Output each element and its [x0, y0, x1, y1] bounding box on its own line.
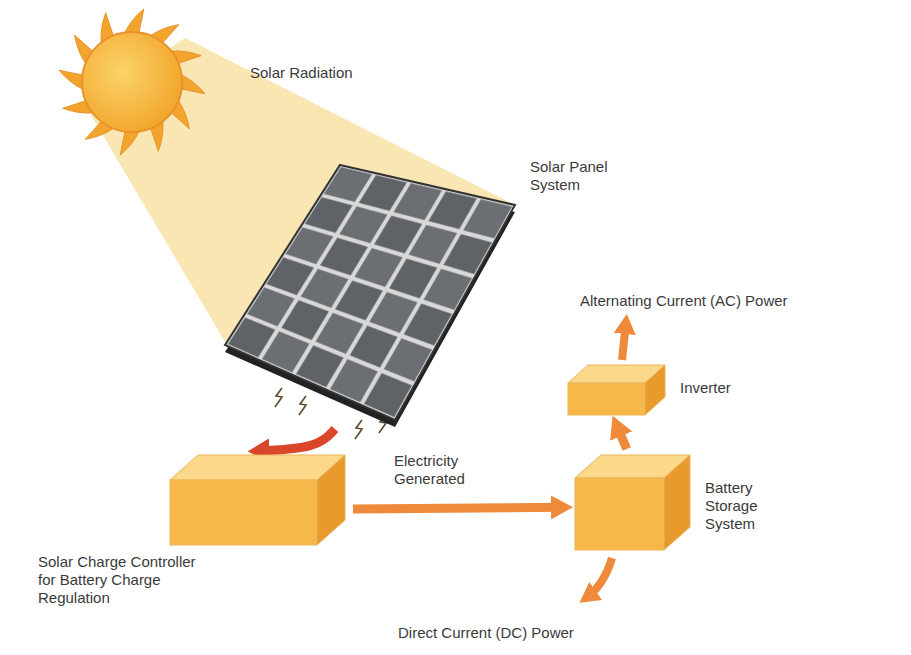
solar-panel: Solar Panel System	[220, 160, 520, 425]
dc-output-arrow	[586, 558, 612, 598]
edge-label: Electricity Generated	[394, 452, 504, 488]
component-label: Inverter	[680, 379, 770, 397]
flow-arrow	[353, 507, 563, 509]
drawing-part	[575, 478, 664, 550]
box-shape	[575, 455, 690, 550]
drawing-part	[120, 132, 139, 156]
annotation-label: Alternating Current (AC) Power	[580, 292, 788, 310]
component-label: Solar Panel System	[530, 158, 610, 194]
flow-arrow	[258, 429, 335, 451]
box-shape	[568, 365, 665, 415]
ac-output-arrow	[622, 322, 626, 360]
drawing-part	[463, 200, 511, 239]
drawing-part	[444, 234, 492, 274]
sun-rays	[59, 9, 205, 155]
annotation-label: Direct Current (DC) Power	[398, 624, 574, 642]
drawing-part	[664, 455, 690, 550]
component-box: Solar Charge Controller for Battery Char…	[170, 455, 345, 545]
drawing-part	[364, 373, 412, 417]
drawing-part	[225, 165, 515, 420]
box-shape	[170, 455, 345, 545]
component-label: Battery Storage System	[705, 479, 785, 533]
drawing-part	[568, 383, 645, 415]
drawing-part	[59, 70, 83, 89]
drawing-part	[355, 420, 362, 439]
drawing-part	[170, 480, 317, 545]
drawing-part	[182, 75, 206, 94]
sun	[82, 32, 182, 132]
annotation-label: Solar Radiation	[250, 64, 353, 82]
drawing-part	[645, 365, 665, 415]
component-label: Solar Charge Controller for Battery Char…	[38, 553, 208, 607]
drawing-part	[317, 455, 345, 545]
panel-shape	[220, 160, 520, 425]
component-box: Inverter	[568, 365, 665, 415]
drawing-part	[299, 396, 306, 415]
drawing-part	[125, 9, 144, 33]
drawing-part	[404, 304, 452, 346]
flow-arrow	[617, 425, 627, 449]
drawing-part	[170, 455, 345, 480]
component-box: Battery Storage System	[575, 455, 690, 550]
drawing-part	[424, 269, 472, 310]
drawing-part	[275, 388, 282, 407]
drawing-part	[384, 339, 432, 382]
